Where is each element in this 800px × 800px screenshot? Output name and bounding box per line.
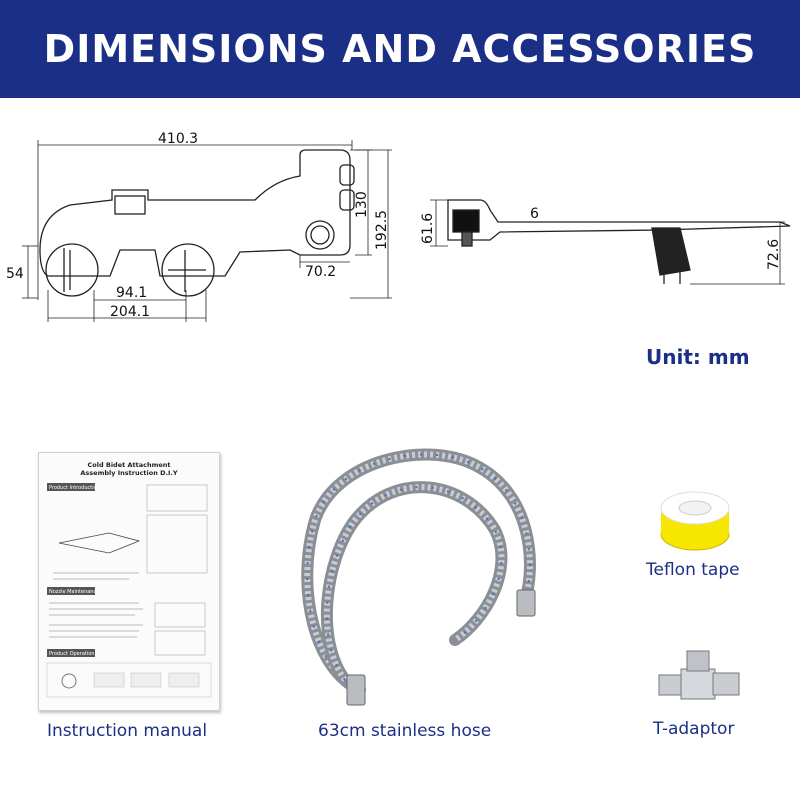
manual-caption: Instruction manual [47, 721, 208, 741]
stainless-hose-image [301, 448, 536, 706]
mount-hole-left [45, 243, 99, 297]
dim-overall-width: 410.3 [158, 131, 198, 147]
dimension-drawing: 410.3 130 192.5 54 70.2 94.1 204.1 61.6 … [6, 131, 791, 322]
hose-caption: 63cm stainless hose [318, 721, 492, 741]
header-banner: DIMENSIONS AND ACCESSORIES [0, 0, 800, 98]
knob-outline [305, 220, 335, 250]
manual-title-2: Assembly Instruction D.I.Y [80, 469, 177, 477]
dim-height-a: 130 [354, 191, 370, 218]
dim-mount-span: 204.1 [110, 304, 150, 320]
dim-side-height: 54 [6, 266, 24, 282]
manual-title-1: Cold Bidet Attachment [87, 461, 170, 469]
t-adaptor-image [658, 650, 740, 700]
instruction-manual-image: Cold Bidet Attachment Assembly Instructi… [38, 452, 220, 711]
manual-section-3: Product Operation [49, 651, 94, 657]
manual-section-2: Nozzle Maintenance [49, 589, 99, 595]
teflon-tape-caption: Teflon tape [646, 560, 740, 580]
dim-knob-offset: 70.2 [305, 264, 336, 280]
dim-hole-spacing: 94.1 [116, 285, 147, 301]
page-title: DIMENSIONS AND ACCESSORIES [43, 27, 757, 71]
unit-label: Unit: mm [646, 345, 750, 369]
teflon-tape-image [660, 491, 730, 551]
dim-side-b: 72.6 [766, 239, 782, 270]
bidet-side-view-outline [447, 199, 791, 241]
dim-side-a: 61.6 [420, 213, 436, 244]
dim-height-b: 192.5 [374, 210, 390, 250]
mount-hole-right [161, 243, 215, 297]
dim-thickness: 6 [530, 206, 539, 222]
manual-section-1: Product Introduction [49, 485, 100, 491]
bidet-top-view-outline [39, 149, 351, 277]
t-adaptor-caption: T-adaptor [653, 719, 735, 739]
